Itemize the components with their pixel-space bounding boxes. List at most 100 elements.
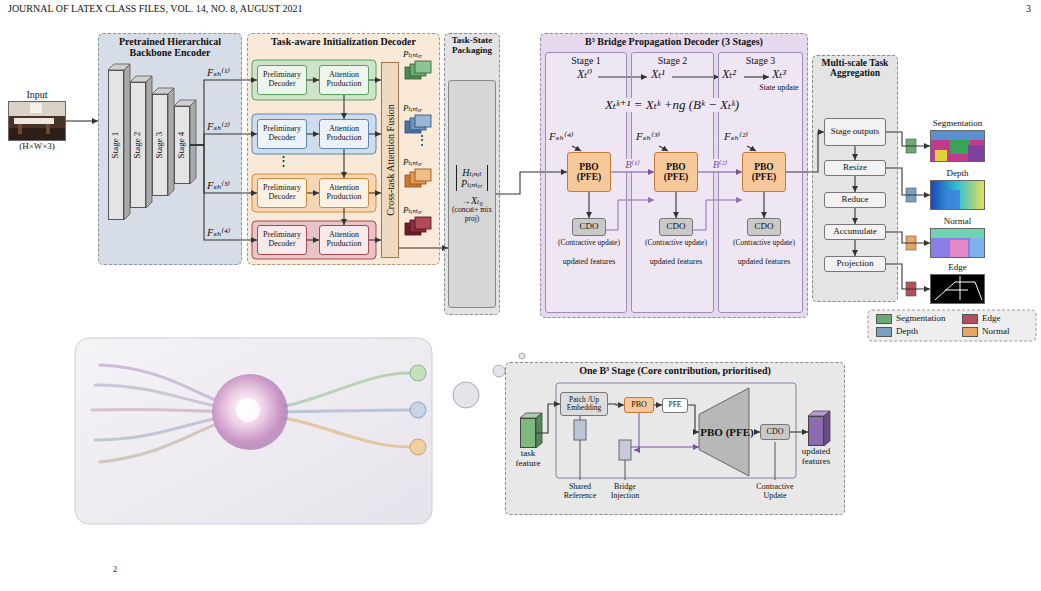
connector-arrow — [688, 405, 699, 432]
normal-map — [930, 228, 985, 258]
legend-swatch — [962, 314, 978, 324]
concept-illustration — [410, 402, 426, 418]
task-color-tabs — [906, 139, 916, 296]
node-text: Accumulate — [833, 227, 876, 237]
input-photo — [14, 118, 54, 124]
aggregation-step: Accumulate — [824, 224, 886, 240]
cdo-box: CDO — [659, 218, 693, 236]
thought-bubbles — [519, 353, 525, 359]
concept-illustration — [92, 409, 250, 412]
legend-frame — [868, 310, 1036, 341]
connector-arrow — [307, 79, 319, 80]
edge-map — [935, 276, 982, 300]
legend-swatch — [876, 327, 892, 337]
node-text: Preliminary Decoder — [260, 184, 304, 202]
note-text: (Contractive update) — [645, 239, 707, 247]
connector-arrow — [536, 404, 560, 433]
output-map: Edge — [930, 274, 985, 304]
decoder-box: Preliminary Decoder — [257, 65, 307, 95]
state-symbol: Xₜ⁰ — [577, 68, 592, 81]
node-text: CDO — [666, 222, 685, 232]
task-prompt-stacks — [410, 118, 426, 130]
node-text: Attention Production — [322, 231, 366, 249]
task-prompt-stacks — [415, 169, 431, 181]
node-text: PBO (PFE) — [570, 162, 608, 183]
edge-map — [930, 274, 985, 304]
output-map: Depth — [930, 180, 985, 210]
state-chain-arrows — [672, 76, 719, 77]
bridge-injection-wires — [606, 200, 654, 230]
connector-arrow — [790, 431, 808, 432]
stage-slab: Stage 4 — [174, 106, 190, 184]
node-text: Attention Production — [322, 184, 366, 202]
feature-symbol: Fₛₕ⁽⁴⁾ — [549, 130, 573, 142]
stage-detail-artwork — [631, 447, 699, 448]
cdo-box: CDO — [760, 424, 790, 440]
task-row-bands — [252, 60, 376, 259]
prompt-symbol: Pₜᵢₙₜₑᵣ — [403, 206, 423, 216]
stage-detail-artwork — [556, 383, 796, 478]
stage-detail-artwork — [536, 413, 542, 448]
note-text: updated features — [734, 258, 794, 267]
stage-panel: Stage 2PBO (PFE)CDO — [631, 52, 714, 313]
node-text: task feature — [510, 449, 546, 469]
caption-fragment: 2 — [113, 566, 117, 575]
concept-illustration — [92, 365, 410, 462]
input-photo — [8, 128, 66, 141]
attention-box: Attention Production — [319, 65, 369, 95]
attention-box: Attention Production — [319, 225, 369, 255]
attention-box: Attention Production — [319, 119, 369, 149]
node-text: Edge — [948, 263, 967, 273]
connector-arrow — [66, 120, 98, 121]
connector-arrow — [588, 192, 589, 218]
aggregation-step: Projection — [824, 256, 886, 272]
concept-illustration — [95, 412, 250, 440]
panel-title: Stage 1 — [549, 55, 623, 66]
node-text: Stage outputs — [831, 127, 880, 137]
edge-label: Fₛₕ⁽⁴⁾ — [206, 227, 231, 239]
panel-fill — [540, 33, 808, 318]
connector-arrow — [854, 240, 855, 256]
node-text: Stage 3 — [155, 132, 165, 159]
stage-detail-artwork — [580, 416, 581, 420]
feature-symbol: Fₛₕ⁽²⁾ — [724, 130, 748, 142]
node-text: Depth — [947, 169, 969, 179]
panel-fill — [505, 362, 845, 515]
node-text: Patch /Up Embedding — [563, 396, 605, 413]
node-text: →Xₜ₀ — [461, 195, 483, 206]
depth-map — [945, 190, 960, 210]
connector-arrow — [854, 146, 855, 160]
edge-label: Fₛₕ⁽³⁾ — [206, 180, 231, 192]
cdo-box: CDO — [747, 218, 781, 236]
node-text: Stage 2 — [133, 132, 143, 159]
fusion-bar: Cross-task Attention Fusion — [381, 62, 399, 258]
aggregation-panel: Multi-scale Task AggregationStage output… — [812, 55, 898, 302]
stage-slab: Stage 1 — [108, 70, 124, 220]
stage-detail-artwork — [824, 411, 830, 446]
cdo-box: CDO — [572, 218, 606, 236]
pbo-trapezoid: PBO (PFE) — [699, 388, 755, 476]
aggregation-step: Reduce — [824, 192, 886, 208]
decoder-box: Preliminary Decoder — [257, 178, 307, 208]
segmentation-map — [930, 130, 985, 140]
stage-detail-panel: One B³ Stage (Core contribution, priorit… — [505, 362, 845, 515]
concept-illustration — [250, 412, 410, 447]
connector-arrow — [654, 404, 662, 405]
task-prompt-stacks — [410, 220, 426, 232]
concept-illustration — [250, 373, 410, 412]
part-label: Shared Reference — [560, 483, 600, 501]
state-chain-arrows — [747, 146, 756, 151]
node-text: Attention Production — [322, 125, 366, 143]
stage-panel: Stage 1 PBO (PFE) CDO — [545, 52, 627, 313]
panel-fill — [718, 52, 803, 313]
panel-title: Stage 3 — [722, 55, 799, 66]
node-text: Pₜᵢₙₜₑᵣ — [461, 178, 483, 189]
input-photo — [8, 101, 66, 141]
concept-illustration — [410, 439, 426, 455]
stage-slab: Stage 3 — [152, 94, 168, 196]
node-text: Preliminary Decoder — [260, 125, 304, 143]
task-color-tabs — [906, 282, 916, 296]
concept-illustration — [95, 385, 250, 412]
concept-illustration — [236, 398, 260, 422]
